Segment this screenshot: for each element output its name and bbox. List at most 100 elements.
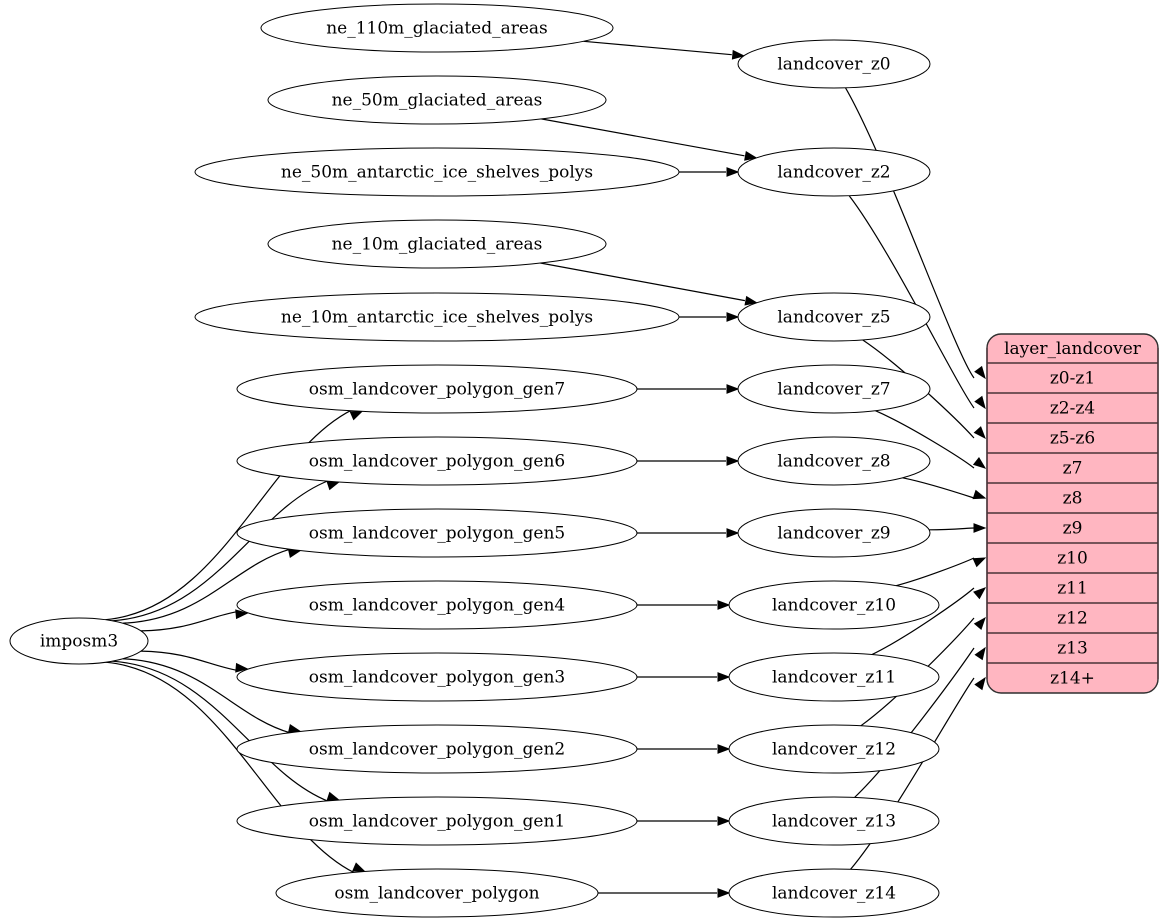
node-label: ne_10m_antarctic_ice_shelves_polys [281,308,593,328]
arrow-head-icon [974,395,986,410]
node-shape [728,796,940,846]
edge-imposm3-to-osm-landcover-polygon-gen1 [112,660,330,803]
arrow-head-shape [349,410,364,421]
node-osm-landcover-polygon[interactable]: osm_landcover_polygon [275,868,599,918]
layer-table-row-z8[interactable]: z8 [1063,489,1083,509]
node-landcover-z11[interactable]: landcover_z11 [728,652,940,702]
node-osm-landcover-polygon-gen5[interactable]: osm_landcover_polygon_gen5 [236,508,638,558]
node-imposm3[interactable]: imposm3 [9,617,149,665]
node-landcover-z0[interactable]: landcover_z0 [737,39,931,89]
nodes-layer: imposm3 ne_110m_glaciated_areas ne_50m_gla… [9,3,940,918]
arrow-head-icon [235,662,249,673]
arrow-head-shape [717,744,731,754]
node-shape [737,39,931,89]
layer-table-row-z5-z6[interactable]: z5-z6 [1050,429,1095,449]
arrow-head-icon [974,676,986,691]
node-landcover-z13[interactable]: landcover_z13 [728,796,940,846]
node-shape [728,868,940,918]
node-landcover-z5[interactable]: landcover_z5 [737,292,931,342]
arrow-head-icon [726,167,740,177]
arrow-head-icon [972,489,987,500]
node-osm-landcover-polygon-gen1[interactable]: osm_landcover_polygon_gen1 [236,796,638,846]
node-ne-110m-glaciated-areas[interactable]: ne_110m_glaciated_areas [260,3,614,53]
node-osm-landcover-polygon-gen6[interactable]: osm_landcover_polygon_gen6 [236,436,638,486]
layer-table-row-z0-z1[interactable]: z0-z1 [1050,369,1095,389]
node-landcover-z10[interactable]: landcover_z10 [728,580,940,630]
arrow-head-shape [973,523,987,533]
layer-table-row-z12[interactable]: z12 [1057,609,1088,629]
node-shape [236,436,638,486]
node-shape [728,580,940,630]
node-label: landcover_z2 [777,163,890,183]
node-label: imposm3 [40,632,118,652]
node-shape [267,75,607,125]
edge-imposm3-to-osm-landcover-polygon-gen6 [112,479,330,622]
node-shape [737,364,931,414]
node-label: osm_landcover_polygon_gen1 [309,812,565,832]
node-shape [236,508,638,558]
node-landcover-z8[interactable]: landcover_z8 [737,436,931,486]
arrow-head-shape [972,489,987,500]
arrow-head-shape [974,395,986,410]
arrow-head-shape [974,646,986,661]
arrow-head-shape [726,528,740,538]
node-label: landcover_z12 [772,740,896,760]
arrow-head-shape [974,676,986,691]
layer-table-row-z13[interactable]: z13 [1057,639,1088,659]
node-shape [728,724,940,774]
node-shape [267,219,607,269]
layer-table-row-z11[interactable]: z11 [1057,579,1088,599]
edge-landcover-z0-to-row-z0z1 [844,87,975,379]
arrow-head-icon [726,312,740,322]
layer-table-row-z10[interactable]: z10 [1057,549,1088,569]
node-label: osm_landcover_polygon_gen6 [309,452,565,472]
arrow-head-shape [973,426,986,440]
edge-imposm3-to-osm-landcover-polygon-gen4 [140,611,238,632]
node-ne-10m-antarctic-ice-shelves-polys[interactable]: ne_10m_antarctic_ice_shelves_polys [194,292,680,342]
node-osm-landcover-polygon-gen7[interactable]: osm_landcover_polygon_gen7 [236,364,638,414]
arrow-head-icon [744,151,758,161]
layer-table-row-z2-z4[interactable]: z2-z4 [1050,399,1095,419]
node-shape [194,292,680,342]
node-label: osm_landcover_polygon_gen7 [309,380,565,400]
node-shape [236,652,638,702]
node-landcover-z9[interactable]: landcover_z9 [737,508,931,558]
layer-table-row-z7[interactable]: z7 [1063,459,1083,479]
node-osm-landcover-polygon-gen3[interactable]: osm_landcover_polygon_gen3 [236,652,638,702]
arrow-head-shape [717,600,731,610]
arrow-head-icon [235,609,249,620]
node-landcover-z2[interactable]: landcover_z2 [737,147,931,197]
node-shape [737,292,931,342]
node-shape [737,508,931,558]
node-shape [737,436,931,486]
arrow-head-icon [717,888,731,898]
node-label: ne_50m_glaciated_areas [332,91,543,111]
arrow-head-shape [973,587,987,600]
arrow-head-shape [717,816,731,826]
arrow-head-icon [972,457,987,469]
node-landcover-z12[interactable]: landcover_z12 [728,724,940,774]
node-ne-10m-glaciated-areas[interactable]: ne_10m_glaciated_areas [267,219,607,269]
node-shape [275,868,599,918]
node-shape [236,796,638,846]
arrow-head-icon [349,410,364,421]
node-ne-50m-antarctic-ice-shelves-polys[interactable]: ne_50m_antarctic_ice_shelves_polys [194,147,680,197]
node-label: landcover_z9 [777,524,890,544]
node-osm-landcover-polygon-gen2[interactable]: osm_landcover_polygon_gen2 [236,724,638,774]
edge-imposm3-to-osm-landcover-polygon-gen2 [122,658,291,734]
node-label: ne_50m_antarctic_ice_shelves_polys [281,163,593,183]
edge-landcover-z14-to-row-z14 [850,677,975,870]
arrow-head-shape [974,365,986,380]
node-landcover-z7[interactable]: landcover_z7 [737,364,931,414]
node-ne-50m-glaciated-areas[interactable]: ne_50m_glaciated_areas [267,75,607,125]
arrow-head-icon [717,672,731,682]
node-landcover-z14[interactable]: landcover_z14 [728,868,940,918]
layer-table-row-z14plus[interactable]: z14+ [1050,669,1095,689]
arrow-head-shape [726,384,740,394]
edge-imposm3-to-osm-landcover-polygon [105,661,355,874]
node-osm-landcover-polygon-gen4[interactable]: osm_landcover_polygon_gen4 [236,580,638,630]
node-label: osm_landcover_polygon_gen2 [309,740,565,760]
arrow-head-icon [973,523,987,533]
layer-table-row-z9[interactable]: z9 [1063,519,1083,539]
edge-imposm3-to-osm-landcover-polygon-gen5 [122,548,291,624]
